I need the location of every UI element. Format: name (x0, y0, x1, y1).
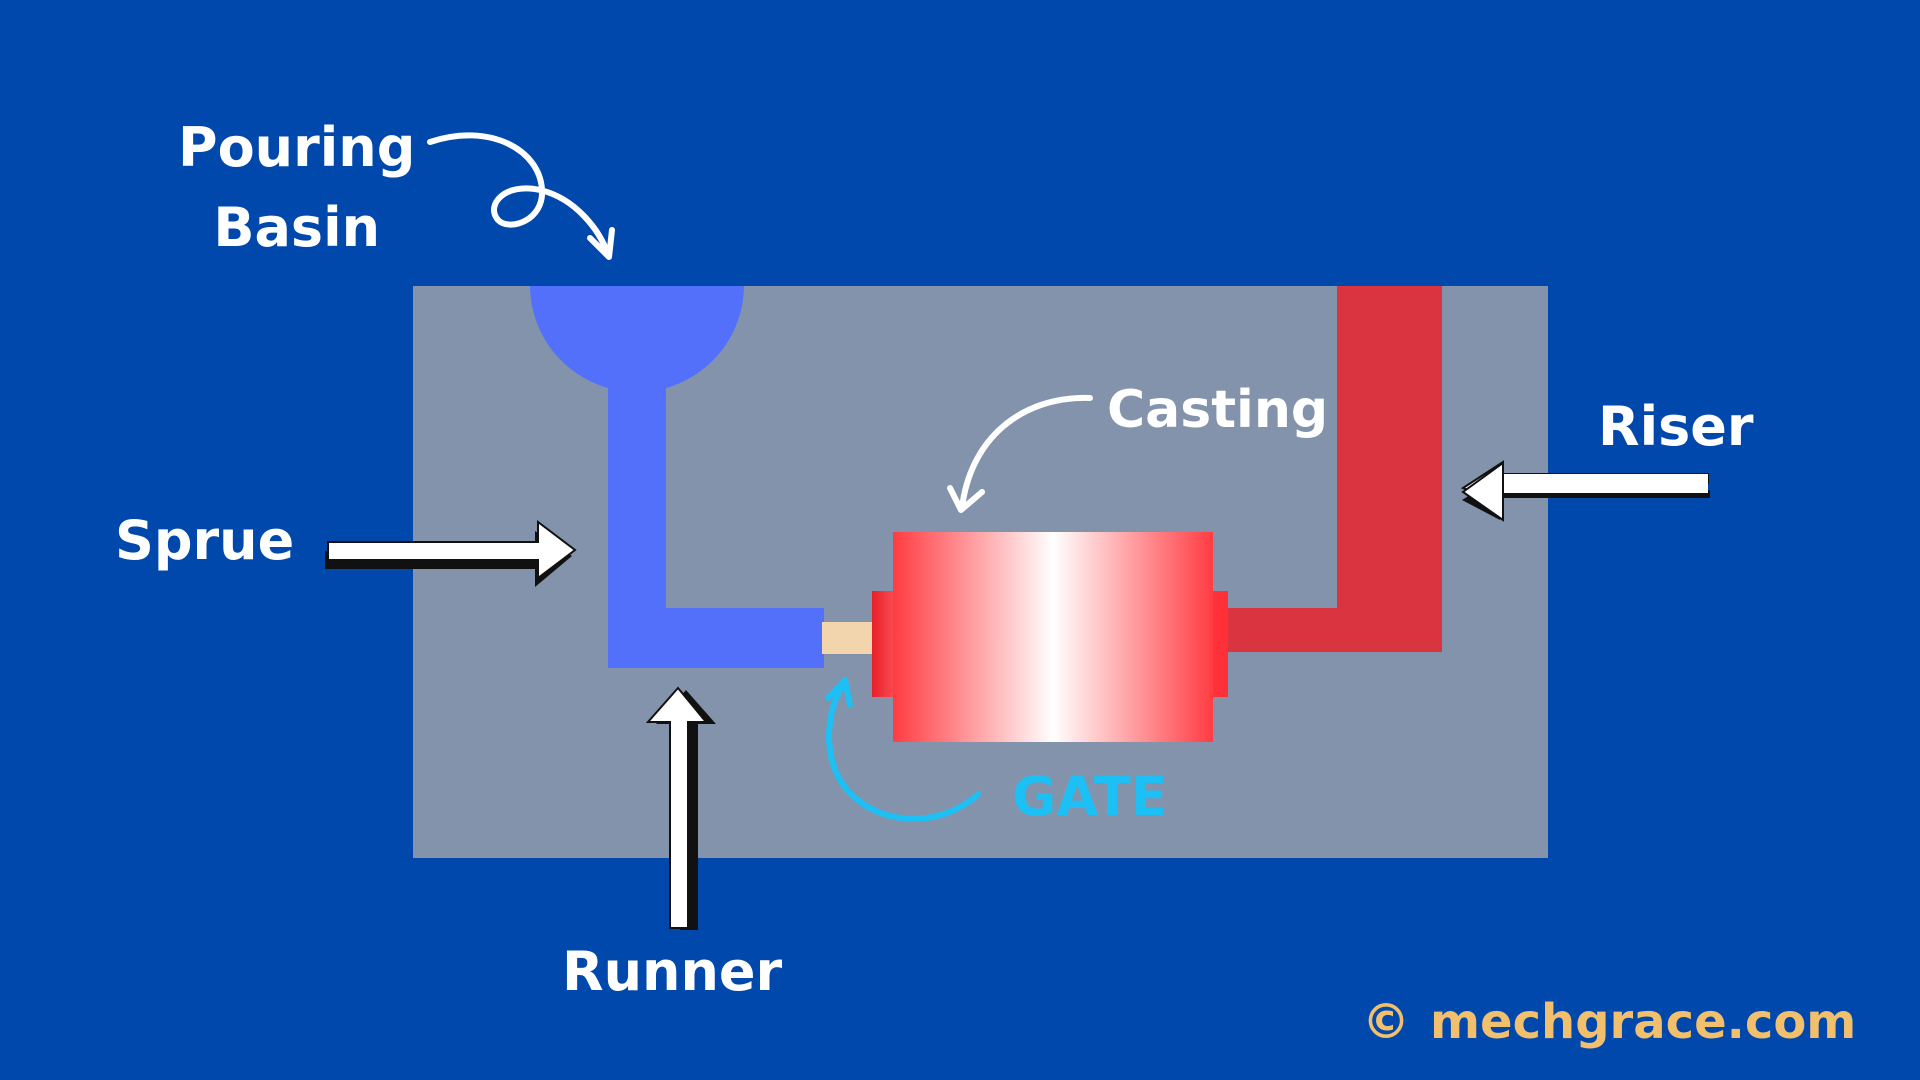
watermark-site: mechgrace.com (1430, 994, 1857, 1050)
copyright-symbol: © (1362, 994, 1410, 1050)
pouring-basin-label-line1: Pouring (178, 116, 416, 179)
riser-connector (1222, 608, 1442, 652)
pouring-basin-label: Pouring Basin (178, 108, 415, 268)
riser-column (1337, 286, 1442, 652)
pouring-basin-shape (530, 286, 744, 392)
runner-shape (608, 608, 824, 668)
gate-label: GATE (1012, 765, 1168, 828)
riser-label: Riser (1598, 395, 1754, 458)
casting-shape (893, 532, 1213, 742)
casting-label: Casting (1107, 380, 1329, 440)
runner-arrow (645, 686, 716, 930)
sprue-arrow (325, 519, 577, 587)
riser-arrow (1460, 460, 1710, 522)
gate-arrow (825, 677, 981, 822)
sprue-label: Sprue (115, 509, 295, 572)
gate-shape (822, 622, 874, 654)
pouring-basin-arrow (427, 132, 615, 260)
pouring-basin-label-line2: Basin (213, 196, 381, 259)
watermark: ©mechgrace.com (1362, 998, 1856, 1046)
runner-label: Runner (562, 940, 783, 1003)
casting-arrow (947, 394, 1093, 513)
